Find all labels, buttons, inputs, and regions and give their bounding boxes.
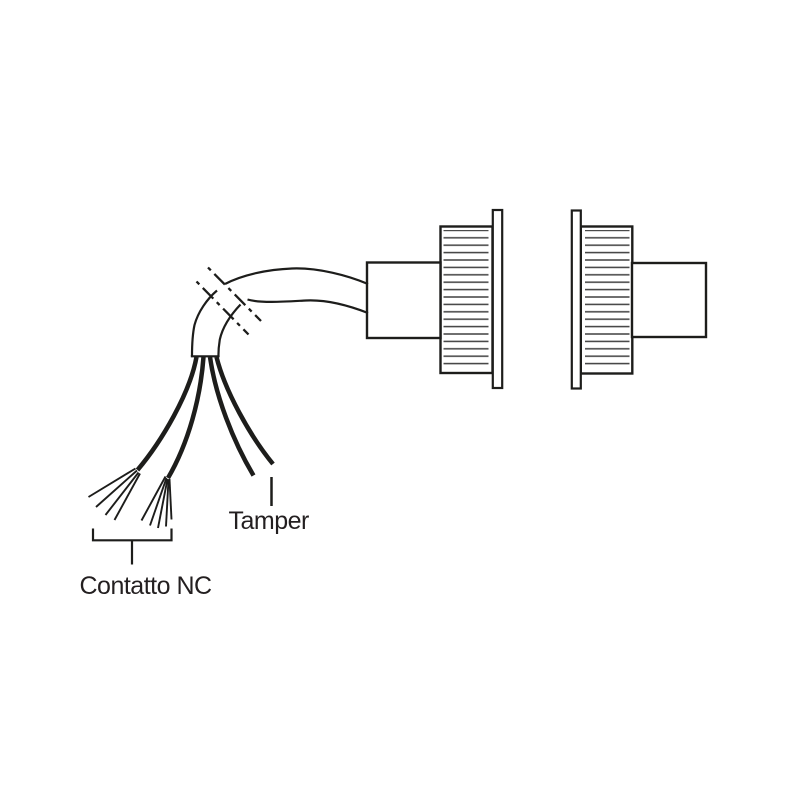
- right-sensor: [570, 209, 708, 390]
- left-sensor-flange: [491, 208, 504, 390]
- cable-bottom-outline: [247, 298, 369, 315]
- tamper-wire-1: [207, 356, 256, 477]
- contact-wire-1: [135, 356, 199, 472]
- wire-bundle: [135, 356, 275, 480]
- left-sensor: [365, 208, 504, 390]
- cable-top-outline: [224, 267, 369, 286]
- tamper-label: Tamper: [229, 507, 310, 535]
- strand: [168, 478, 173, 520]
- strand: [95, 469, 138, 508]
- right-sensor-rib-lines: [585, 230, 630, 370]
- left-sensor-body: [365, 261, 442, 340]
- contatto-nc-label: Contatto NC: [80, 572, 213, 600]
- strand: [149, 477, 168, 526]
- annotations: Tamper Contatto NC: [80, 477, 310, 600]
- strand: [165, 479, 170, 527]
- left-sensor-rib-lines: [443, 230, 489, 370]
- contatto-nc-bracket: [91, 528, 173, 542]
- contact-wire-2: [166, 356, 206, 480]
- cable-break-marks: [195, 266, 262, 336]
- strand-fan-left: [88, 467, 141, 521]
- break-mark-upper: [207, 266, 262, 322]
- right-sensor-flange: [570, 209, 582, 390]
- strand: [140, 476, 167, 521]
- cable-bend-inner-outline: [217, 303, 242, 357]
- strand-fan-right: [140, 476, 173, 529]
- strand: [104, 471, 140, 516]
- cable: [190, 267, 369, 358]
- strand: [88, 467, 136, 498]
- strand: [113, 473, 141, 521]
- right-sensor-body: [630, 261, 708, 339]
- cable-bend-outer-outline: [190, 289, 218, 357]
- break-mark-lower: [195, 280, 250, 336]
- tamper-wire-2: [214, 356, 275, 466]
- stripped-wire-strands: [88, 467, 173, 529]
- strand: [157, 478, 169, 529]
